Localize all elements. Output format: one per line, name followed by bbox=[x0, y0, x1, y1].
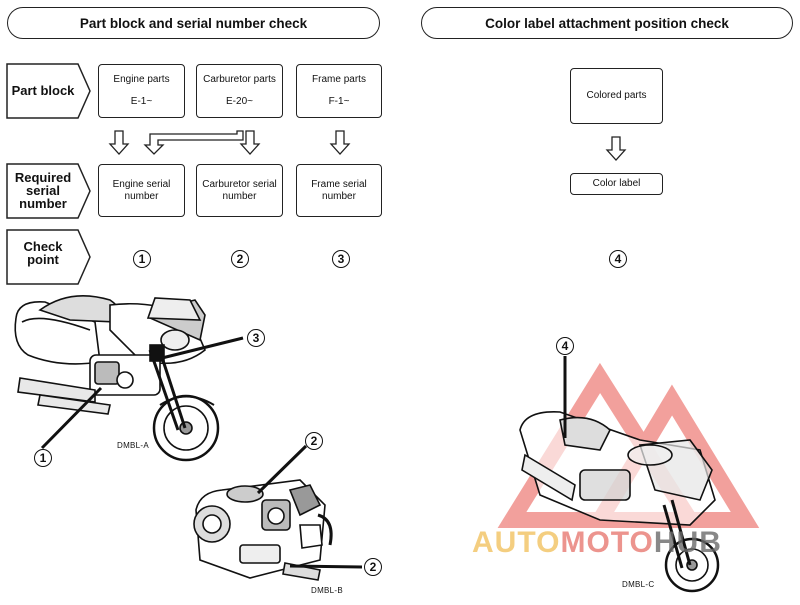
check-point-2: 2 bbox=[231, 250, 249, 268]
down-arrow-icon bbox=[108, 130, 130, 155]
row-label-part-block-text: Part block bbox=[11, 83, 75, 98]
watermark-part-3: HUB bbox=[653, 526, 722, 559]
arrow-shape-icon bbox=[6, 229, 91, 285]
figure-caption-b: DMBL-B bbox=[311, 586, 344, 595]
callout-frame-serial: 3 bbox=[247, 329, 265, 347]
watermark-part-2: MOTO bbox=[560, 526, 654, 559]
colored-parts-box: Colored parts bbox=[570, 68, 663, 124]
callout-line bbox=[161, 336, 244, 360]
check-point-3: 3 bbox=[332, 250, 350, 268]
callout-line bbox=[289, 564, 363, 569]
serial-line-1: Carburetor serial bbox=[202, 178, 277, 190]
colored-parts-text: Colored parts bbox=[586, 90, 647, 101]
row-label-required-text: Required serial number bbox=[6, 171, 80, 210]
watermark-text: AUTOMOTOHUB bbox=[472, 526, 722, 560]
part-block-code: F-1~ bbox=[328, 96, 350, 107]
required-line-2: serial bbox=[26, 183, 60, 198]
check-point-1: 1 bbox=[133, 250, 151, 268]
figure-caption-c: DMBL-C bbox=[622, 580, 655, 589]
callout-carb-top: 2 bbox=[305, 432, 323, 450]
check-point-4: 4 bbox=[609, 250, 627, 268]
check-line-1: Check bbox=[23, 239, 63, 254]
serial-carburetor: Carburetor serial number bbox=[196, 164, 283, 217]
part-block-engine: Engine parts E-1~ bbox=[98, 64, 185, 118]
down-arrow-icon bbox=[329, 130, 351, 155]
serial-line-2: number bbox=[222, 190, 257, 202]
color-label-text: Color label bbox=[592, 178, 641, 189]
serial-line-2: number bbox=[124, 190, 159, 202]
part-block-name: Carburetor parts bbox=[203, 74, 276, 85]
check-line-2: point bbox=[27, 252, 59, 267]
part-block-frame: Frame parts F-1~ bbox=[296, 64, 382, 118]
callout-carb-bottom: 2 bbox=[364, 558, 382, 576]
row-label-check-point: Check point bbox=[6, 229, 92, 285]
callout-engine-serial: 1 bbox=[34, 449, 52, 467]
part-block-code: E-20~ bbox=[226, 96, 253, 107]
serial-frame: Frame serial number bbox=[296, 164, 382, 217]
serial-line-2: number bbox=[322, 190, 356, 202]
required-line-3: number bbox=[19, 196, 67, 211]
row-label-part-block: Part block bbox=[6, 63, 92, 119]
header-color-label-check: Color label attachment position check bbox=[421, 7, 793, 39]
serial-line-1: Engine serial bbox=[112, 178, 171, 190]
bent-arrow-icon bbox=[143, 130, 244, 155]
part-block-name: Engine parts bbox=[113, 74, 170, 85]
watermark-part-1: AUTO bbox=[472, 526, 561, 559]
color-label-box: Color label bbox=[570, 173, 663, 195]
down-arrow-icon bbox=[605, 136, 627, 161]
down-arrow-icon bbox=[239, 130, 261, 155]
figure-caption-a: DMBL-A bbox=[117, 441, 150, 450]
required-line-1: Required bbox=[14, 170, 72, 185]
part-block-name: Frame parts bbox=[312, 74, 366, 85]
serial-line-1: Frame serial bbox=[311, 178, 367, 190]
serial-engine: Engine serial number bbox=[98, 164, 185, 217]
header-part-block-check: Part block and serial number check bbox=[7, 7, 380, 39]
callout-line bbox=[256, 444, 308, 495]
row-label-required-serial: Required serial number bbox=[6, 163, 92, 219]
callout-color-label: 4 bbox=[556, 337, 574, 355]
part-block-code: E-1~ bbox=[130, 96, 153, 107]
arrow-shape-icon bbox=[6, 63, 91, 119]
arrow-shape-icon bbox=[6, 163, 91, 219]
callout-line bbox=[40, 386, 103, 450]
part-block-carburetor: Carburetor parts E-20~ bbox=[196, 64, 283, 118]
row-label-check-text: Check point bbox=[6, 240, 80, 266]
